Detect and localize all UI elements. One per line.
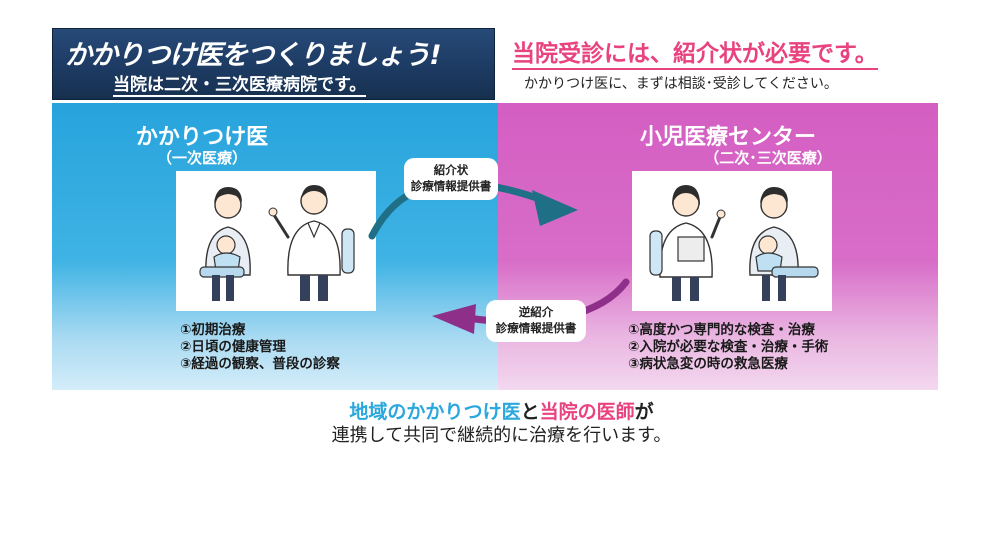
list-item: ②入院が必要な検査・治療・手術 bbox=[628, 339, 829, 355]
title-banner: かかりつけ医をつくりましょう! 当院は二次・三次医療病院です。 bbox=[52, 28, 495, 100]
footer-line-2: 連携して共同で継続的に治療を行います。 bbox=[331, 425, 672, 446]
center-title: 小児医療センター bbox=[639, 125, 816, 150]
center-subtitle: （二次･三次医療） bbox=[704, 149, 832, 167]
footer-and: と bbox=[520, 401, 540, 423]
referral-arrow-head-icon bbox=[532, 190, 578, 226]
center-roles: ①高度かつ専門的な検査・治療 ②入院が必要な検査・治療・手術 ③病状急変の時の救… bbox=[628, 322, 828, 373]
list-item: ①初期治療 bbox=[180, 322, 246, 338]
specialist-illustration-icon bbox=[649, 185, 819, 301]
reverse-referral-label: 逆紹介 診療情報提供書 bbox=[486, 300, 586, 342]
footer-hospital-doctor: 当院の医師 bbox=[539, 401, 635, 423]
referral-label: 紹介状 診療情報提供書 bbox=[404, 158, 498, 200]
reverse-referral-label-line1: 逆紹介 bbox=[518, 305, 554, 319]
referral-label-line2: 診療情報提供書 bbox=[410, 179, 492, 193]
list-item: ②日頃の健康管理 bbox=[180, 339, 286, 355]
banner-subtitle: 当院は二次・三次医療病院です。 bbox=[113, 75, 367, 97]
referral-label-line1: 紹介状 bbox=[433, 163, 469, 177]
footer-local-doctor: 地域のかかりつけ医 bbox=[349, 401, 521, 423]
notice-title: 当院受診には、紹介状が必要です。 bbox=[512, 40, 878, 70]
notice-subtitle: かかりつけ医に、まずは相談･受診してください。 bbox=[524, 76, 838, 92]
footer-line-1: 地域のかかりつけ医と当院の医師が bbox=[0, 397, 1003, 424]
list-item: ③経過の観察、普段の診察 bbox=[180, 356, 340, 372]
banner-title: かかりつけ医をつくりましょう! bbox=[65, 40, 442, 71]
specialist-illustration bbox=[632, 171, 832, 311]
childrens-medical-center-panel: 小児医療センター （二次･三次医療） ①高度かつ専門的な検査・治療 ②入院が bbox=[498, 103, 938, 390]
footer-ga: が bbox=[634, 401, 654, 423]
primary-care-title: かかりつけ医 bbox=[135, 125, 269, 150]
primary-care-roles: ①初期治療 ②日頃の健康管理 ③経過の観察、普段の診察 bbox=[180, 322, 340, 373]
list-item: ③病状急変の時の救急医療 bbox=[628, 356, 788, 372]
primary-care-subtitle: （一次医療） bbox=[156, 149, 247, 167]
list-item: ①高度かつ専門的な検査・治療 bbox=[628, 322, 815, 338]
reverse-referral-label-line2: 診療情報提供書 bbox=[495, 321, 577, 335]
primary-care-panel: かかりつけ医 （一次医療） ①初期治療 ②日頃の健康管理 ③経過の観 bbox=[52, 103, 498, 390]
family-doctor-illustration-icon bbox=[199, 185, 355, 301]
reverse-referral-arrow-head-icon bbox=[432, 304, 476, 334]
family-doctor-illustration bbox=[176, 171, 376, 311]
